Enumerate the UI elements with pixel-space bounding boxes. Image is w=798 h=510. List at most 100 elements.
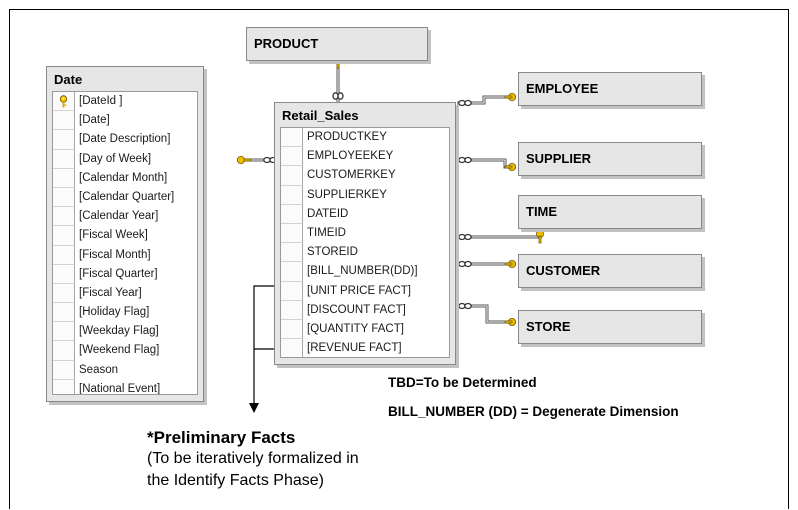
row-selector[interactable] (53, 245, 75, 265)
table-title: SUPPLIER (526, 151, 592, 166)
supplier-table[interactable]: SUPPLIER (518, 142, 702, 176)
column-list: [DateId ] [Date] [Date Description] [Day of… (52, 91, 198, 395)
preliminary-facts-line-1: (To be iteratively formalized in (147, 450, 359, 467)
column-row[interactable]: [Fiscal Quarter] (53, 264, 197, 284)
row-selector[interactable] (53, 360, 75, 380)
column-row[interactable]: [UNIT PRICE FACT] (281, 281, 449, 301)
column-name: [Fiscal Year] (79, 286, 142, 299)
column-row[interactable]: DATEID (281, 204, 449, 224)
column-name: Season (79, 363, 119, 376)
row-selector[interactable] (281, 204, 303, 224)
retail-sales-table[interactable]: Retail_Sales PRODUCTKEY EMPLOYEEKEY CUSTOM… (274, 102, 456, 365)
table-title: EMPLOYEE (526, 81, 599, 96)
tbd-note: TBD=To be Determined (388, 375, 537, 390)
column-name: [Date Description] (79, 133, 171, 146)
column-row[interactable]: Season (53, 360, 197, 380)
column-row[interactable]: [Fiscal Year] (53, 283, 197, 304)
row-selector[interactable] (281, 262, 303, 282)
column-row[interactable]: [QUANTITY FACT] (281, 319, 449, 340)
column-name: [DateId ] (79, 95, 123, 107)
row-selector[interactable] (281, 223, 303, 244)
column-row[interactable]: [National Event] (53, 379, 197, 395)
column-name: [Fiscal Month] (79, 248, 151, 261)
column-name: DATEID (307, 207, 349, 220)
column-row[interactable]: TIMEID (281, 223, 449, 244)
row-selector[interactable] (53, 264, 75, 284)
row-selector[interactable] (281, 128, 303, 148)
column-row[interactable]: SUPPLIERKEY (281, 185, 449, 205)
row-selector[interactable] (281, 300, 303, 320)
column-row[interactable]: [Calendar Quarter] (53, 187, 197, 208)
column-row[interactable]: [Calendar Year] (53, 207, 197, 227)
column-name: CUSTOMERKEY (307, 169, 396, 182)
table-title: Retail_Sales (282, 108, 359, 123)
column-row[interactable]: [Date Description] (53, 130, 197, 150)
table-title: CUSTOMER (526, 263, 601, 278)
table-title: STORE (526, 319, 571, 334)
key-icon (536, 229, 545, 244)
date-table[interactable]: Date [DateId ][Date][Date Description][D… (46, 66, 204, 402)
product-table[interactable]: PRODUCT (246, 27, 428, 61)
row-selector[interactable] (281, 147, 303, 167)
row-selector[interactable] (281, 339, 303, 357)
column-row[interactable]: PRODUCTKEY (281, 128, 449, 148)
column-name: [Date] (79, 114, 110, 127)
row-selector[interactable] (53, 283, 75, 304)
column-row[interactable]: [Date] (53, 111, 197, 131)
preliminary-facts-line-2: the Identify Facts Phase) (147, 472, 324, 489)
customer-table[interactable]: CUSTOMER (518, 254, 702, 288)
column-name: [National Event] (79, 382, 161, 395)
column-name: [Day of Week] (79, 152, 152, 165)
column-row[interactable]: [Calendar Month] (53, 168, 197, 188)
row-selector[interactable] (53, 168, 75, 188)
column-row[interactable]: [Holiday Flag] (53, 303, 197, 323)
row-selector[interactable] (281, 243, 303, 263)
key-icon (236, 155, 252, 164)
infinity-icon (458, 99, 472, 107)
column-row[interactable]: [Fiscal Month] (53, 245, 197, 265)
column-row[interactable]: [Weekday Flag] (53, 322, 197, 342)
infinity-icon (458, 260, 472, 268)
row-selector[interactable] (53, 322, 75, 342)
table-title: TIME (526, 204, 558, 219)
column-name: PRODUCTKEY (307, 131, 387, 143)
row-selector[interactable] (53, 341, 75, 361)
primary-key-icon (59, 95, 68, 108)
row-selector[interactable] (53, 207, 75, 227)
row-selector[interactable] (53, 187, 75, 208)
employee-table[interactable]: EMPLOYEE (518, 72, 702, 106)
column-name: [Calendar Month] (79, 171, 168, 184)
key-icon (504, 162, 516, 171)
table-title: PRODUCT (254, 36, 319, 51)
column-row[interactable]: EMPLOYEEKEY (281, 147, 449, 167)
row-selector[interactable] (53, 92, 75, 112)
time-table[interactable]: TIME (518, 195, 702, 229)
column-row[interactable]: [Day of Week] (53, 149, 197, 169)
row-selector[interactable] (53, 226, 75, 246)
column-row[interactable]: [REVENUE FACT] (281, 339, 449, 357)
row-selector[interactable] (53, 149, 75, 169)
column-name: STOREID (307, 246, 358, 259)
column-row[interactable]: [DateId ] (53, 92, 197, 112)
column-row[interactable]: [BILL_NUMBER(DD)] (281, 262, 449, 282)
column-row[interactable]: CUSTOMERKEY (281, 166, 449, 186)
column-name: [UNIT PRICE FACT] (307, 284, 411, 297)
row-selector[interactable] (281, 166, 303, 186)
row-selector[interactable] (53, 379, 75, 394)
column-row[interactable]: STOREID (281, 243, 449, 263)
column-name: SUPPLIERKEY (307, 188, 387, 201)
column-row[interactable]: [Weekend Flag] (53, 341, 197, 361)
infinity-icon (458, 302, 472, 310)
column-row[interactable]: [Fiscal Week] (53, 226, 197, 246)
column-row[interactable]: [DISCOUNT FACT] (281, 300, 449, 320)
row-selector[interactable] (53, 303, 75, 323)
preliminary-facts-heading: *Preliminary Facts (147, 428, 296, 447)
row-selector[interactable] (53, 111, 75, 131)
column-name: [Fiscal Week] (79, 229, 148, 242)
row-selector[interactable] (281, 281, 303, 301)
row-selector[interactable] (281, 185, 303, 205)
row-selector[interactable] (53, 130, 75, 150)
store-table[interactable]: STORE (518, 310, 702, 344)
column-name: [Weekend Flag] (79, 344, 160, 357)
row-selector[interactable] (281, 319, 303, 340)
